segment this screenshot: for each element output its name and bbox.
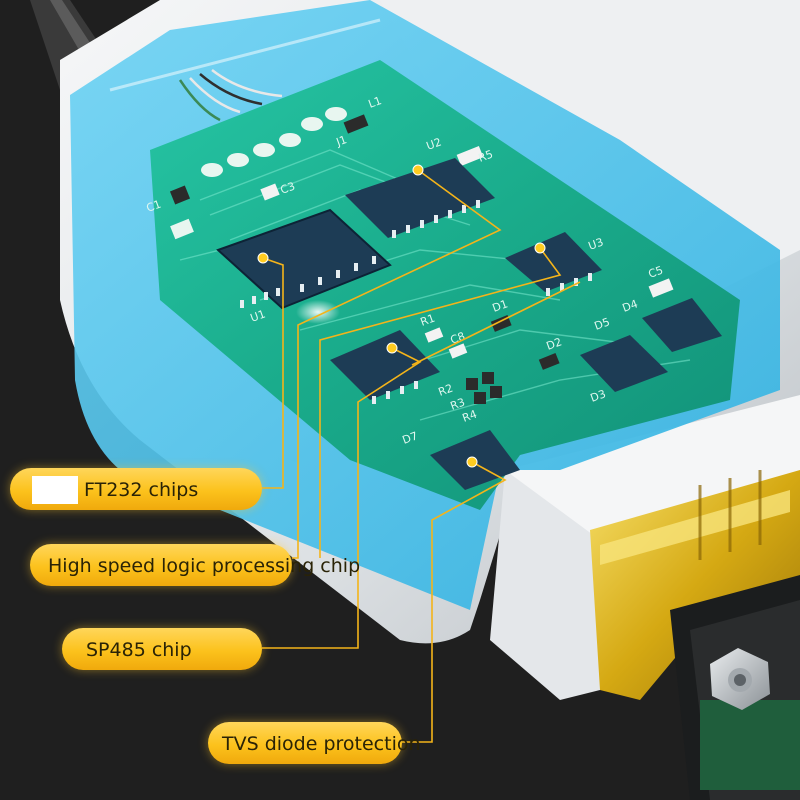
- label-l1: L1: [367, 94, 384, 111]
- ic-sp485: [330, 330, 440, 400]
- ic-d4: [642, 298, 722, 352]
- label-c3: C3: [279, 180, 297, 197]
- callout-ft232: FT232 chips: [10, 468, 262, 510]
- label-u1: U1: [249, 307, 268, 324]
- callout-sp485-text: SP485 chip: [86, 638, 192, 661]
- label-r1: R1: [419, 312, 437, 329]
- callout-logic: High speed logic processing chip: [30, 544, 360, 586]
- wires: [178, 69, 283, 122]
- label-r3: R3: [449, 396, 467, 413]
- label-u2: U2: [425, 135, 444, 152]
- enclosure-front-rim-lower: [490, 470, 600, 700]
- db9-connector-ridges: [698, 470, 762, 560]
- callout-tvs-text: TVS diode protection: [222, 732, 421, 755]
- label-d1: D1: [491, 297, 510, 315]
- label-blank-box: [32, 475, 78, 504]
- label-d7: D7: [401, 429, 420, 447]
- db9-connector: [590, 470, 800, 700]
- leader-dots: [257, 164, 546, 468]
- label-d5: D5: [593, 315, 612, 333]
- ic-d5: [580, 335, 668, 392]
- smd-components: [169, 114, 674, 404]
- ic-logic-u2: [345, 158, 495, 238]
- label-r2: R2: [437, 382, 455, 399]
- label-c1: C1: [145, 198, 163, 215]
- ic-ft232: [216, 208, 392, 310]
- leader-logic-b: [319, 247, 562, 558]
- label-j1: J1: [334, 133, 349, 149]
- callout-sp485: SP485 chip: [62, 628, 262, 670]
- leader-sp485-b: [411, 281, 581, 366]
- window-edge-highlight: [109, 18, 381, 92]
- pcb-silkscreen: L1 J1 U2 R5 C3 C1 U3 C5 U1 R1 C8 D1 D2 D…: [145, 94, 665, 447]
- callout-logic-text: High speed logic processing chip: [48, 554, 361, 577]
- header-pads: [201, 107, 347, 177]
- leader-ft232: [262, 257, 284, 489]
- label-d4: D4: [621, 297, 640, 315]
- leader-logic-a: [292, 169, 502, 559]
- label-d3: D3: [589, 387, 608, 405]
- leader-tvs: [402, 461, 507, 743]
- label-c5: C5: [647, 264, 665, 281]
- callout-ft232-text: FT232 chips: [84, 478, 199, 501]
- leader-sp485: [262, 347, 422, 649]
- leader-lines: [262, 169, 581, 743]
- callout-tvs: TVS diode protection: [208, 722, 421, 764]
- green-pcb-edge: [700, 700, 800, 790]
- db9-connector-lip: [600, 490, 790, 565]
- ic-pins: [240, 200, 592, 404]
- label-r5: R5: [477, 148, 495, 165]
- highlight-glow: [296, 300, 340, 324]
- label-u3: U3: [587, 235, 606, 252]
- label-d2: D2: [545, 335, 564, 353]
- hex-screw: [710, 648, 770, 710]
- label-r4: R4: [461, 408, 479, 425]
- label-c8: C8: [449, 330, 467, 347]
- ic-u3: [505, 232, 602, 292]
